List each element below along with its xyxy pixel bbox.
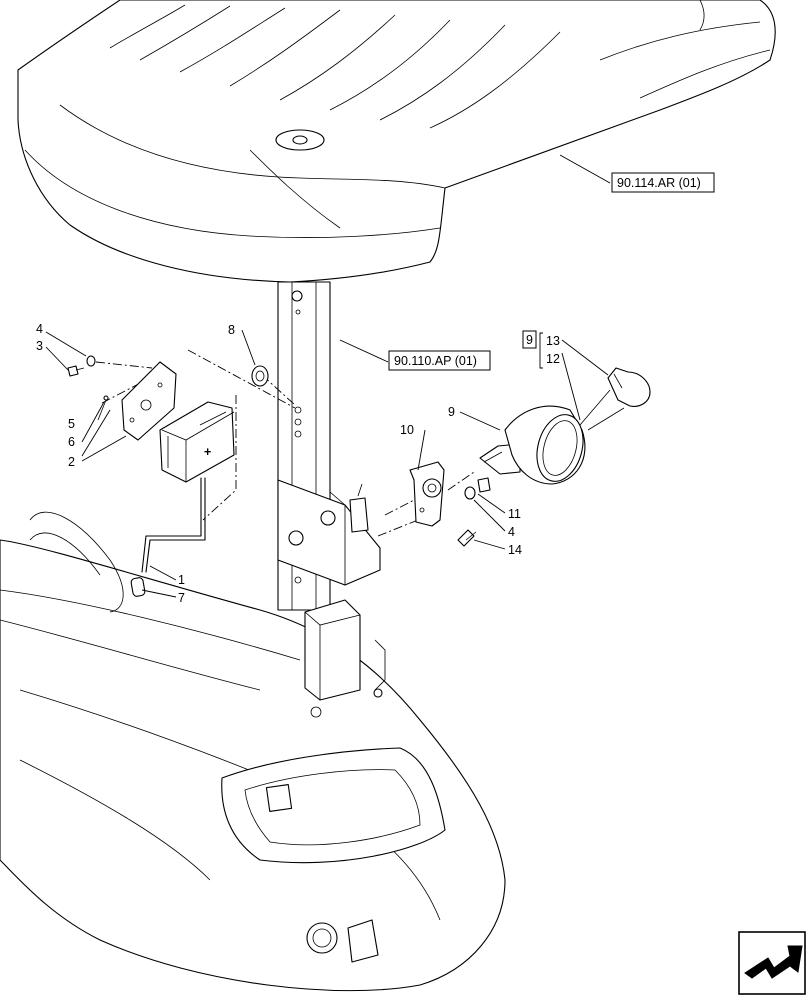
wire-harness [145, 477, 206, 573]
callout-14: 14 [508, 543, 522, 557]
work-lamp [479, 389, 625, 485]
left-lamp-assembly: + [67, 349, 296, 597]
callout-3: 3 [36, 339, 43, 353]
callout-2: 2 [68, 455, 75, 469]
callout-8: 8 [228, 323, 235, 337]
reference-box-90-110[interactable]: 90.110.AP (01) [388, 350, 491, 371]
callout-13: 13 [546, 334, 560, 348]
callout-12: 12 [546, 352, 560, 366]
kit-bracket: 9 [522, 330, 543, 369]
callout-1: 1 [178, 573, 185, 587]
cab-roof [17, 0, 776, 283]
leader-lines [45, 154, 611, 598]
callout-9: 9 [448, 405, 455, 419]
reference-label-90-114[interactable]: 90.114.AR (01) [617, 176, 701, 190]
callout-4b: 4 [508, 525, 515, 539]
fender [0, 511, 506, 992]
navigation-arrow-icon[interactable] [738, 931, 806, 995]
callout-6: 6 [68, 435, 75, 449]
side-lamp: + [159, 401, 235, 483]
right-lamp-assembly [377, 367, 651, 547]
cab-pillar [277, 281, 381, 611]
callout-11: 11 [508, 507, 521, 521]
callout-7: 7 [178, 591, 185, 605]
bulb [607, 367, 651, 407]
kit-bracket-label: 9 [526, 333, 533, 347]
callout-4a: 4 [36, 322, 43, 336]
grommet [251, 365, 269, 387]
callout-5: 5 [68, 417, 75, 431]
reference-label-90-110[interactable]: 90.110.AP (01) [394, 354, 477, 368]
callout-10: 10 [400, 423, 414, 437]
lamp-plus-mark: + [204, 445, 211, 459]
callouts: 4 3 5 6 2 1 7 8 9 10 11 4 14 13 12 [36, 322, 560, 605]
screw [67, 365, 79, 377]
reference-box-90-114[interactable]: 90.114.AR (01) [611, 172, 715, 193]
